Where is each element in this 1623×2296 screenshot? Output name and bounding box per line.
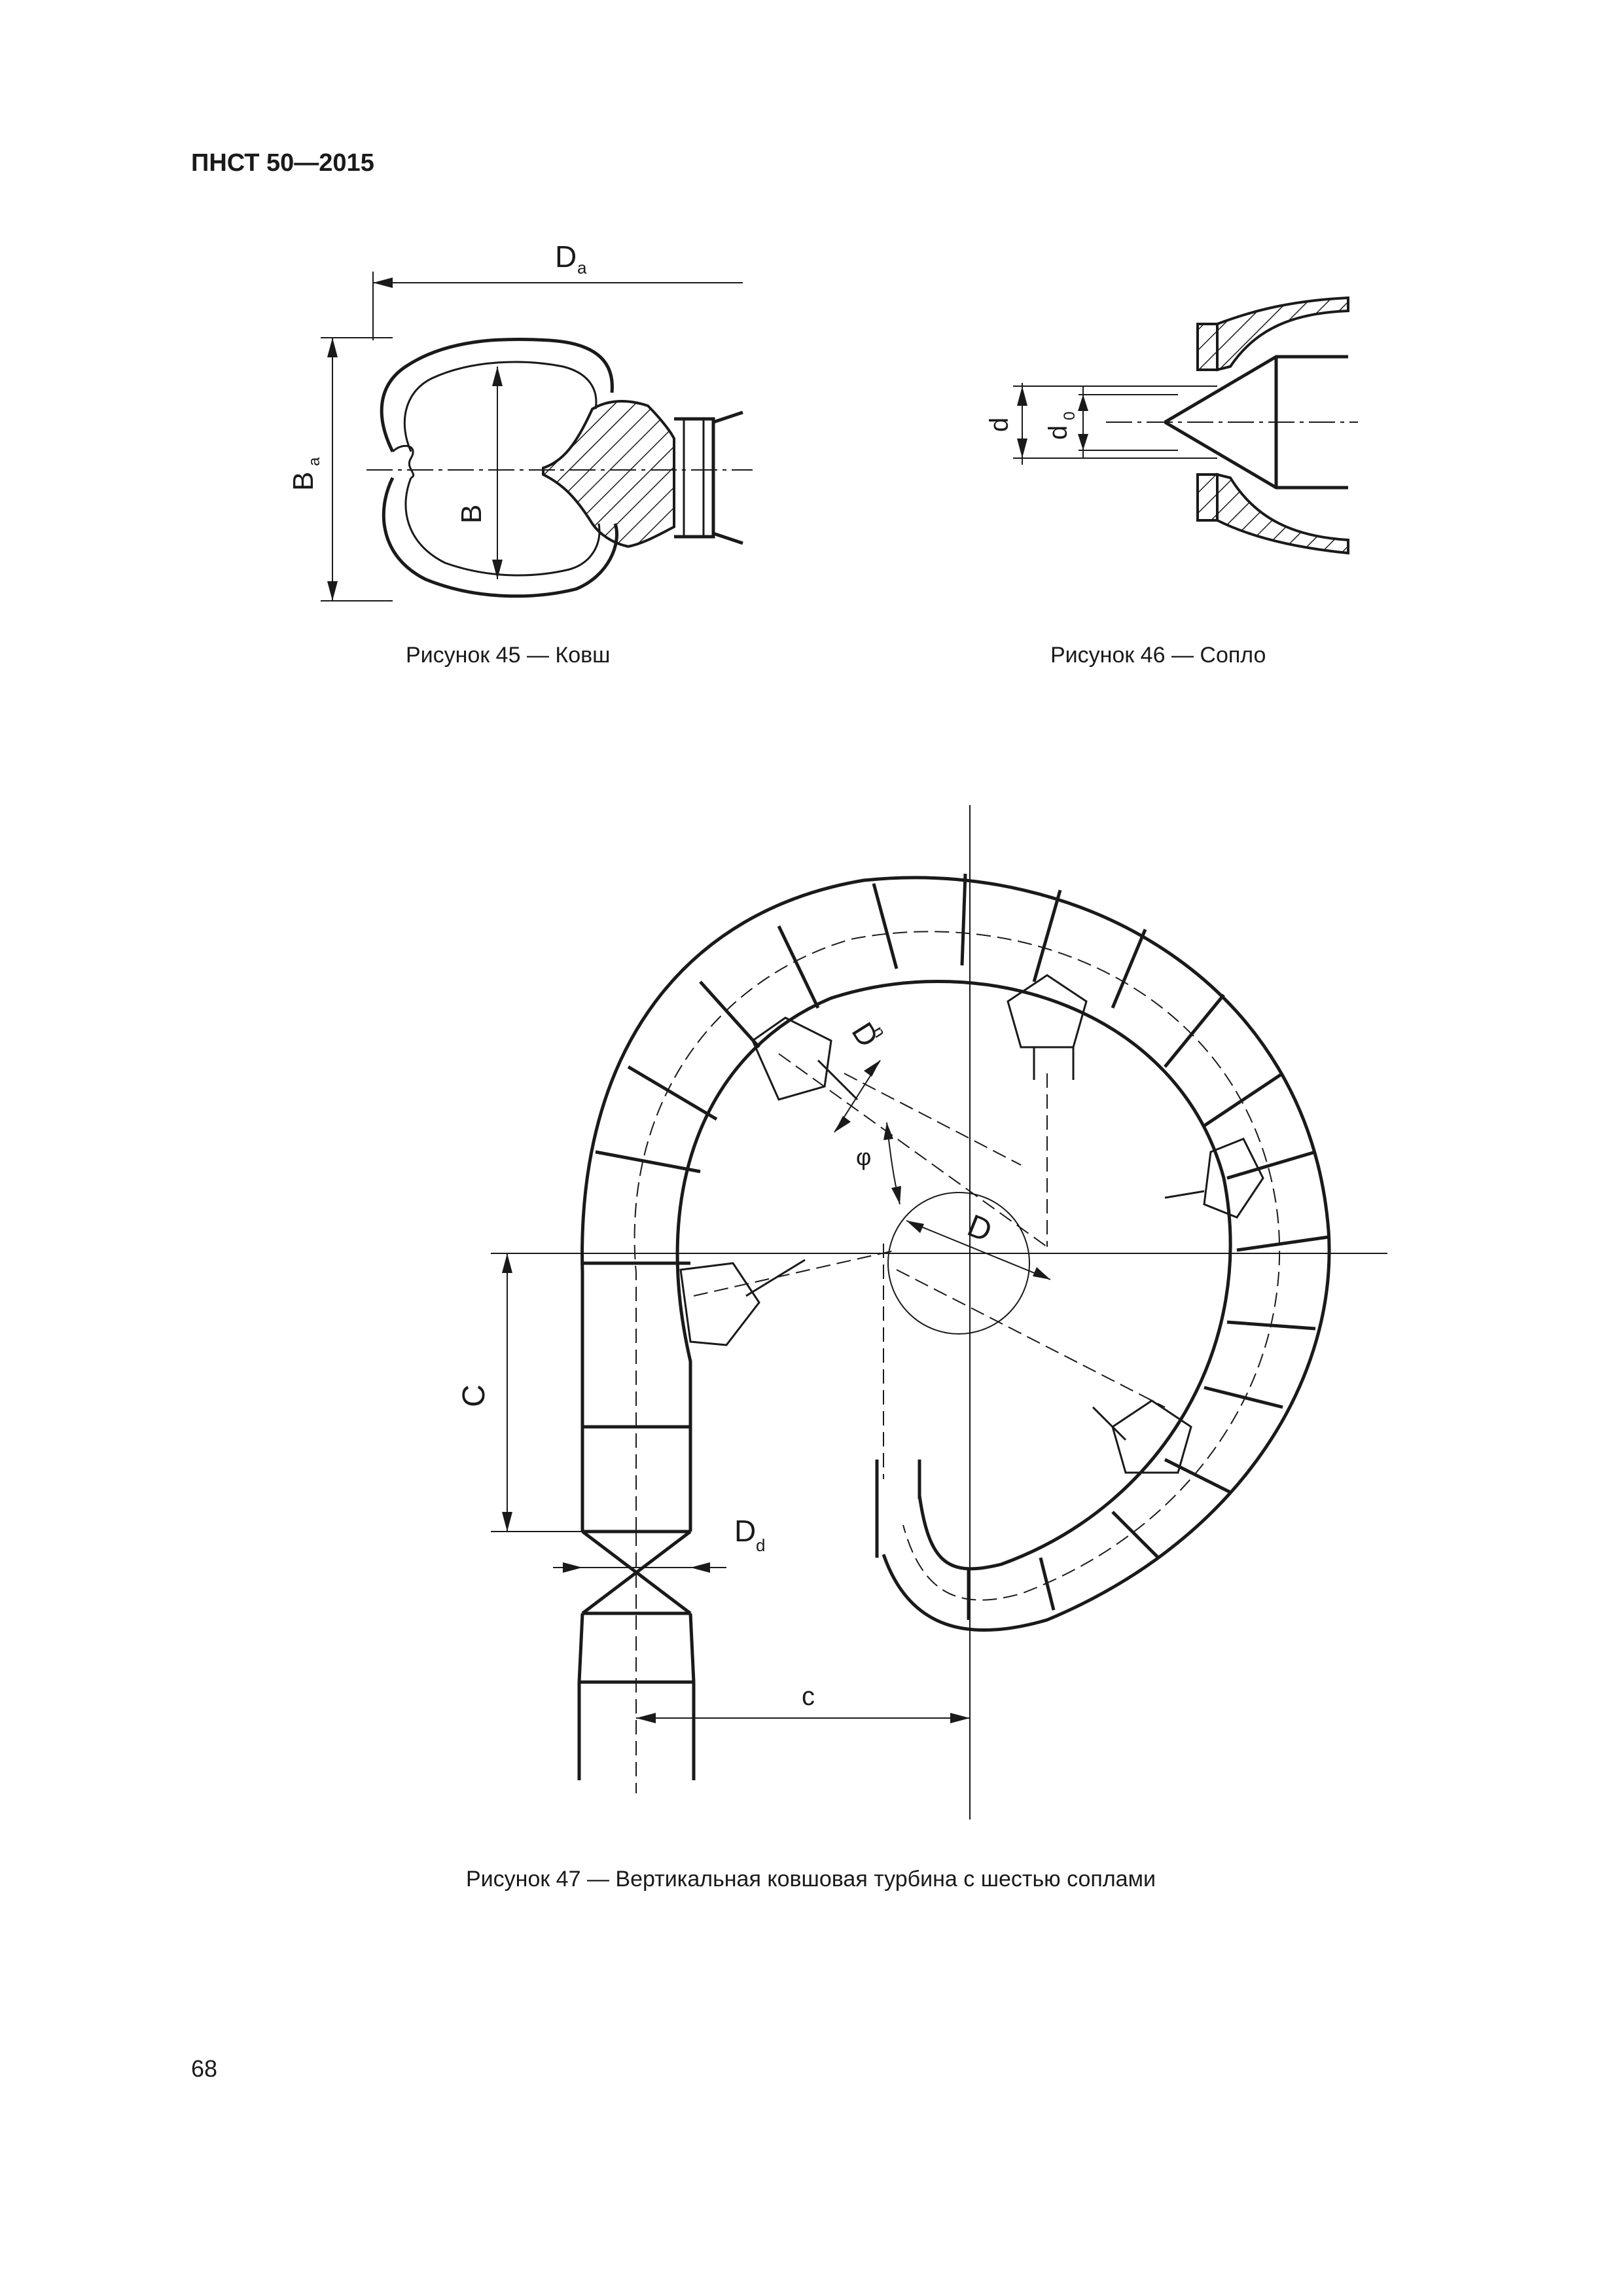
figure-45-caption: Рисунок 45 — Ковш [406,643,611,668]
label-Da: D [555,240,577,274]
label-Ba-sub: a [306,457,323,466]
label-Ba: B [287,472,319,491]
figure-46-caption: Рисунок 46 — Сопло [1050,643,1266,668]
label-D: D [963,1208,997,1249]
label-d0-sub: 0 [1061,412,1079,420]
page-number: 68 [191,2055,218,2082]
label-Da-sub: a [577,258,587,278]
label-phi: φ [856,1143,871,1170]
label-C: C [457,1384,491,1407]
label-Dd-sub: d [756,1535,765,1555]
label-Dd: D [734,1514,756,1548]
label-c: c [802,1682,815,1711]
figure-47-caption: Рисунок 47 — Вертикальная ковшовая турби… [466,1867,1156,1892]
label-B: B [455,505,488,524]
label-d0: d [1044,425,1073,440]
document-code-header: ПНСТ 50—2015 [191,149,374,177]
label-d: d [985,418,1014,432]
